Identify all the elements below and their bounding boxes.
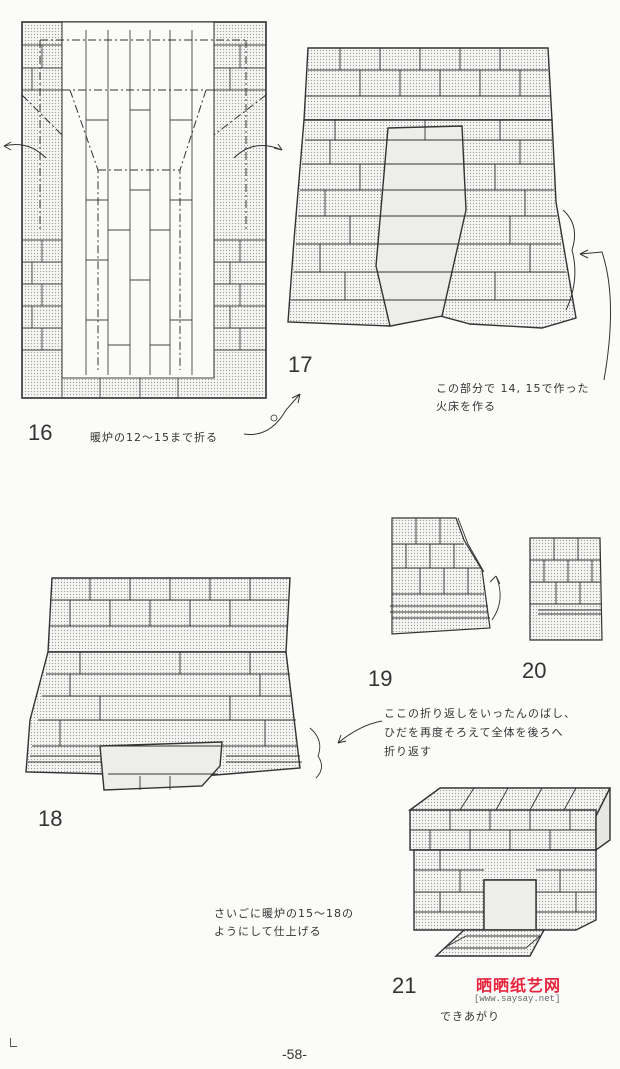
step21-diagram (400, 780, 620, 980)
step21-note-1: さいごに暖炉の15～18の (214, 905, 354, 922)
step19-diagram (380, 510, 520, 660)
watermark-title: 晒晒纸艺网 (476, 972, 561, 996)
step19-note-1: ここの折り返しをいったんのばし、 (384, 705, 576, 722)
step18-pointer (330, 715, 390, 755)
step17-note-2: 火床を作る (436, 398, 496, 415)
step20-diagram (520, 530, 620, 650)
step19-number: 19 (368, 666, 392, 692)
step21-number: 21 (392, 973, 416, 999)
step19-note-3: 折り返す (384, 743, 432, 760)
step17-number: 17 (288, 352, 312, 378)
corner-mark (10, 1038, 17, 1047)
step19-note-2: ひだを再度そろえて全体を後ろへ (384, 724, 563, 741)
step20-number: 20 (522, 658, 546, 684)
watermark-url: [www.saysay.net] (474, 994, 560, 1004)
step16-caption: 暖炉の12～15まで折る (90, 429, 218, 446)
step18-number: 18 (38, 806, 62, 832)
step16-to-17-arrow (230, 390, 310, 450)
step21-note-2: ようにして仕上げる (214, 923, 322, 940)
step16-diagram (0, 0, 300, 420)
step17-note-1: この部分で 14, 15で作った (436, 380, 589, 397)
page-number: -58- (282, 1046, 307, 1062)
step21-caption: できあがり (440, 1008, 500, 1025)
step16-number: 16 (28, 420, 52, 446)
step18-diagram (0, 560, 360, 820)
step17-pointer (560, 240, 620, 390)
